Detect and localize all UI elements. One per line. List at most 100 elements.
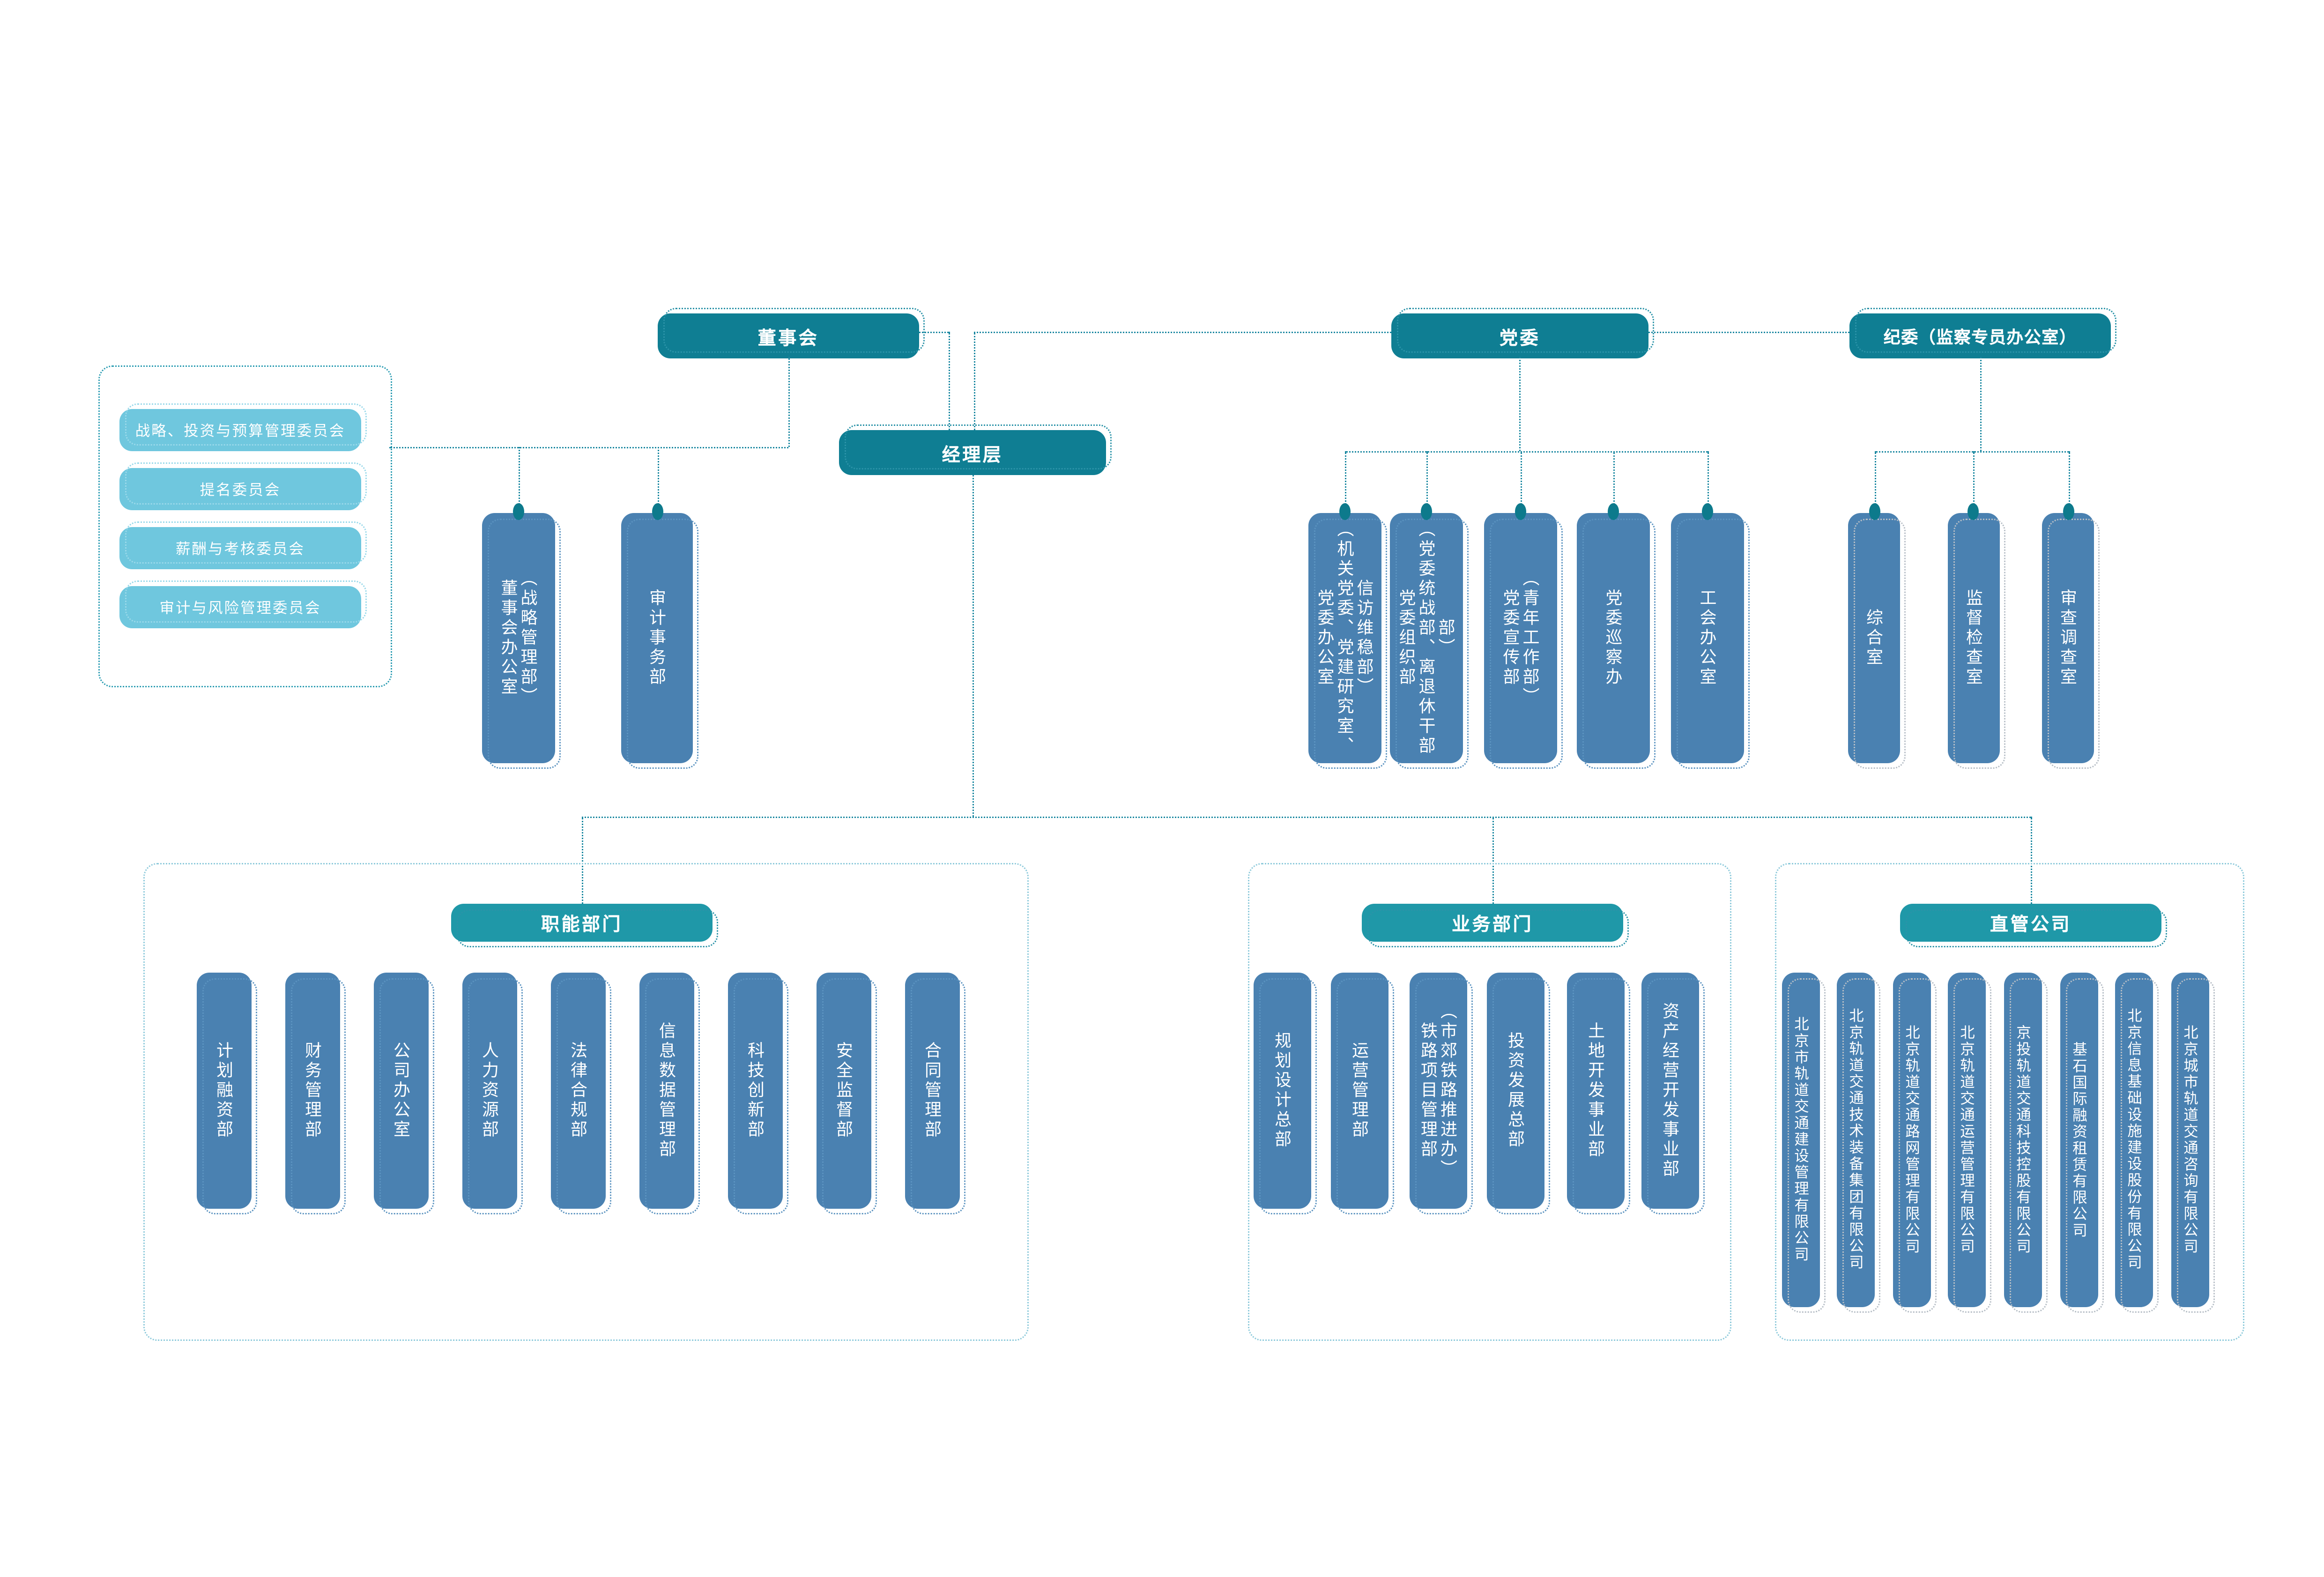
dept-label: 人力资源部: [480, 1041, 500, 1140]
board-child-box: 董事会办公室 （战略管理部）: [482, 513, 555, 763]
discipline-child-label: 综合室: [1864, 609, 1884, 668]
connector-line: [1875, 451, 2069, 453]
connector-line: [949, 332, 950, 430]
connector-dot: [2063, 503, 2074, 520]
connector-line: [582, 817, 2031, 818]
connector-line: [1980, 357, 1982, 451]
dept-label: 公司办公室: [391, 1041, 411, 1140]
party-child-label: 党委办公室 （机关党委、党建研究室、 信访维稳部）: [1315, 520, 1374, 756]
dept-label: 科技创新部: [745, 1041, 765, 1140]
discipline-child-box: 综合室: [1848, 513, 1900, 763]
dept-label: 计划融资部: [214, 1041, 234, 1140]
management-label: 经理层: [942, 443, 1003, 465]
committee-label: 战略、投资与预算管理委员会: [135, 422, 346, 439]
functional-dept-box: 公司办公室: [374, 973, 429, 1209]
party-child-box: 党委巡察办: [1577, 513, 1650, 763]
discipline-child-label: 监督检查室: [1964, 589, 1984, 687]
connector-line: [1708, 451, 1709, 513]
connector-dot: [1869, 503, 1880, 520]
committee-label: 审计与风险管理委员会: [159, 599, 321, 617]
dept-label: 资产经营开发事业部: [1660, 1002, 1680, 1179]
functional-dept-box: 计划融资部: [197, 973, 252, 1209]
connector-dot: [1339, 503, 1351, 520]
connector-line: [658, 447, 659, 513]
connector-dot: [1421, 503, 1432, 520]
dept-label: 土地开发事业部: [1586, 1022, 1606, 1160]
connector-line: [788, 357, 790, 447]
business-panel: [1248, 863, 1731, 1341]
business-header: 业务部门: [1362, 904, 1623, 942]
business-header-label: 业务部门: [1451, 914, 1533, 935]
companies-header-label: 直管公司: [1990, 914, 2072, 935]
connector-dot: [1968, 503, 1979, 520]
connector-line: [2031, 817, 2032, 904]
party-child-box: 党委组织部 （党委统战部、离退休干部部）: [1390, 513, 1463, 763]
discipline-child-box: 监督检查室: [1948, 513, 2000, 763]
functional-header-label: 职能部门: [541, 914, 623, 935]
connector-line: [1492, 817, 1494, 904]
connector-line: [973, 475, 974, 817]
committee-box: 提名委员会: [119, 468, 361, 510]
company-label: 基石国际融资租赁有限公司: [2071, 1041, 2088, 1239]
companies-panel: [1775, 863, 2244, 1341]
board-child-label: 董事会办公室 （战略管理部）: [499, 569, 538, 707]
business-dept-box: 土地开发事业部: [1567, 973, 1625, 1209]
dept-label: 投资发展总部: [1506, 1032, 1526, 1150]
party-child-box: 工会办公室: [1671, 513, 1744, 763]
connector-line: [1345, 451, 1346, 513]
company-label: 北京市轨道交通建设管理有限公司: [1792, 1016, 1810, 1264]
business-dept-box: 铁路项目管理部 （市郊铁路推进办）: [1410, 973, 1467, 1209]
functional-dept-box: 财务管理部: [285, 973, 340, 1209]
company-label: 北京轨道交通运营管理有限公司: [1958, 1025, 1975, 1255]
company-box: 北京信息基础设施建设股份有限公司: [2115, 973, 2153, 1307]
connector-line: [919, 332, 949, 333]
company-box: 北京市轨道交通建设管理有限公司: [1782, 973, 1820, 1307]
connector-line: [1426, 451, 1428, 513]
company-label: 北京轨道交通技术装备集团有限公司: [1847, 1008, 1864, 1272]
connector-line: [1613, 451, 1615, 513]
connector-line: [519, 447, 520, 513]
board-box: 董事会: [658, 313, 919, 358]
connector-dot: [652, 503, 663, 520]
functional-dept-box: 法律合规部: [551, 973, 606, 1209]
committee-label: 提名委员会: [200, 481, 281, 498]
functional-header: 职能部门: [451, 904, 713, 942]
discipline-child-box: 审查调查室: [2042, 513, 2094, 763]
connector-line: [582, 817, 583, 904]
business-dept-box: 投资发展总部: [1487, 973, 1544, 1209]
company-box: 北京轨道交通路网管理有限公司: [1893, 973, 1931, 1307]
functional-panel: [143, 863, 1029, 1341]
party-child-box: 党委宣传部 （青年工作部）: [1484, 513, 1557, 763]
party-child-label: 工会办公室: [1698, 589, 1717, 687]
committees-panel: [98, 365, 392, 687]
connector-line: [1973, 451, 1975, 513]
functional-dept-box: 信息数据管理部: [639, 973, 694, 1209]
discipline-child-label: 审查调查室: [2058, 589, 2078, 687]
dept-label: 财务管理部: [303, 1041, 323, 1140]
party-child-label: 党委巡察办: [1604, 589, 1623, 687]
committee-box: 战略、投资与预算管理委员会: [119, 409, 361, 451]
connector-line: [2069, 451, 2070, 513]
management-box: 经理层: [839, 430, 1106, 475]
connector-line: [1648, 332, 1849, 333]
company-label: 北京城市轨道交通咨询有限公司: [2182, 1025, 2199, 1255]
company-label: 北京轨道交通路网管理有限公司: [1903, 1025, 1921, 1255]
business-dept-box: 规划设计总部: [1254, 973, 1311, 1209]
connector-dot: [513, 503, 524, 520]
committee-box: 审计与风险管理委员会: [119, 586, 361, 628]
dept-label: 安全监督部: [834, 1041, 854, 1140]
connector-dot: [1515, 503, 1526, 520]
dept-label: 规划设计总部: [1272, 1032, 1292, 1150]
company-label: 京投轨道交通科技控股有限公司: [2014, 1025, 2032, 1255]
connector-line: [389, 447, 788, 448]
business-dept-box: 运营管理部: [1331, 973, 1388, 1209]
board-child-box: 审计事务部: [621, 513, 693, 763]
company-label: 北京信息基础设施建设股份有限公司: [2125, 1008, 2143, 1272]
functional-dept-box: 人力资源部: [462, 973, 517, 1209]
party-child-box: 党委办公室 （机关党委、党建研究室、 信访维稳部）: [1308, 513, 1381, 763]
connector-line: [1519, 357, 1521, 451]
connector-dot: [1702, 503, 1713, 520]
dept-label: 信息数据管理部: [657, 1022, 677, 1160]
party-committee-box: 党委: [1391, 313, 1648, 358]
